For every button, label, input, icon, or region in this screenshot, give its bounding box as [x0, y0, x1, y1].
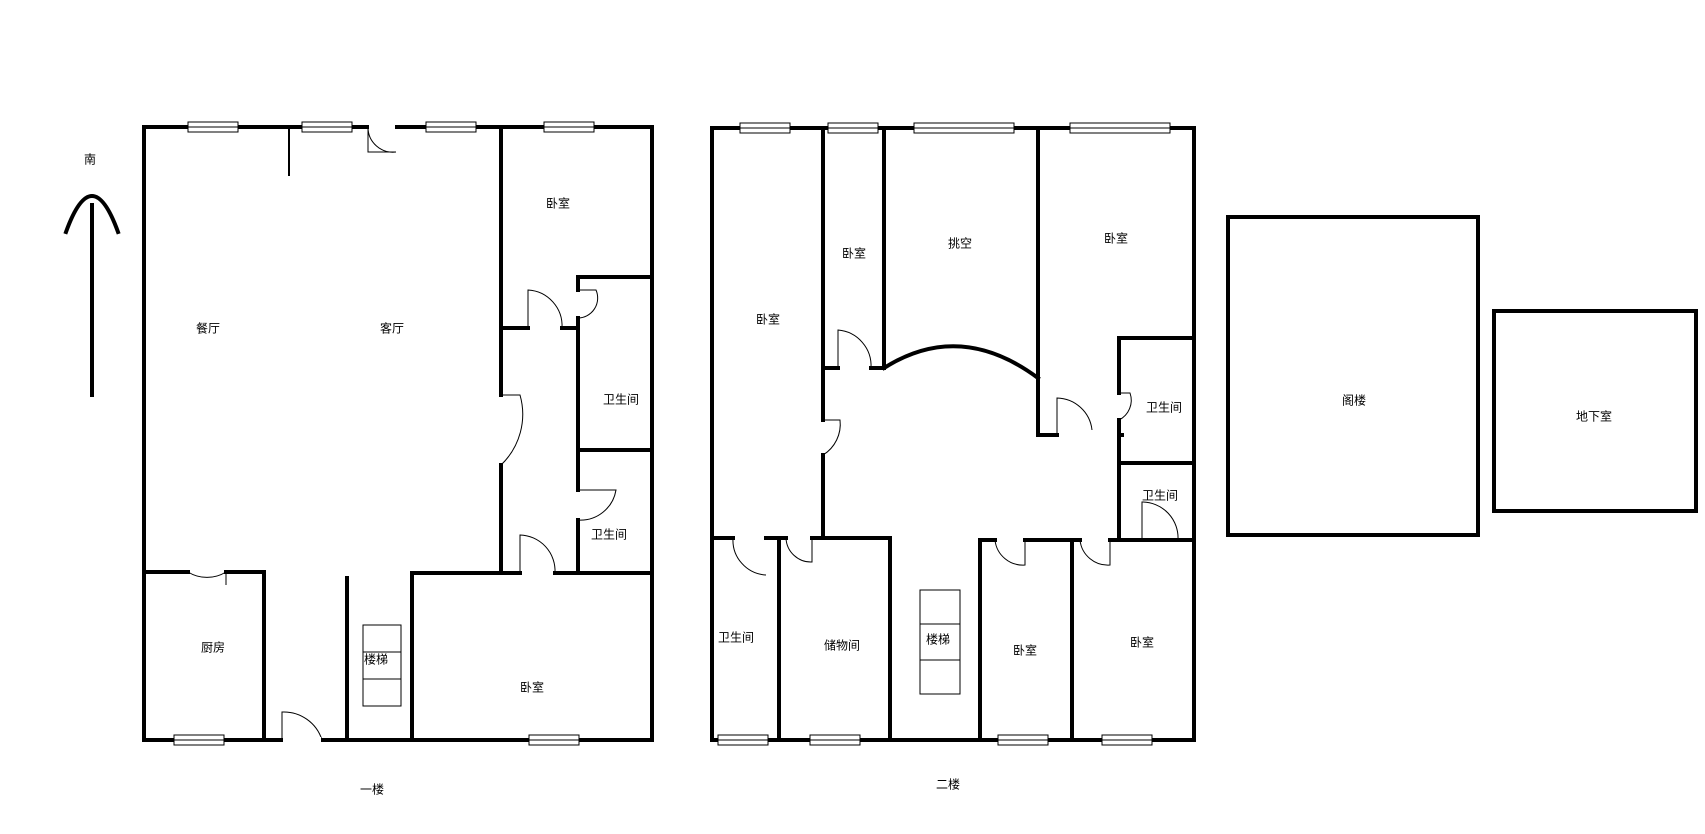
north-arrow-icon	[63, 194, 121, 397]
window	[1069, 122, 1171, 134]
window	[739, 122, 791, 134]
room-label-void: 挑空	[948, 237, 972, 251]
room-label-basement: 地下室	[1576, 409, 1612, 424]
room-label-bedroom: 卧室	[1130, 635, 1154, 650]
window	[717, 734, 769, 746]
room-label-stair: 楼梯	[364, 652, 388, 667]
room-label-attic: 阁楼	[1342, 393, 1366, 408]
room-label-bathroom: 卫生间	[1142, 489, 1178, 503]
window	[173, 734, 225, 746]
compass-label: 南	[84, 152, 96, 167]
window	[827, 122, 879, 134]
window	[301, 121, 353, 133]
window	[425, 121, 477, 133]
room-label-bedroom: 卧室	[842, 246, 866, 261]
room-label-bedroom: 卧室	[520, 680, 544, 695]
room-label-kitchen: 厨房	[201, 640, 225, 655]
room-label-bedroom: 卧室	[1104, 231, 1128, 246]
window	[913, 122, 1015, 134]
door-swing-icon	[187, 571, 227, 585]
door-swing-icon	[837, 329, 872, 369]
door-swing-icon	[1118, 392, 1132, 421]
room-label-living: 客厅	[380, 321, 404, 336]
attic-plan: 阁楼	[1226, 215, 1480, 537]
window	[997, 734, 1049, 746]
floor-label: 一楼	[360, 782, 384, 797]
door-swing-icon	[732, 537, 767, 576]
room-label-stair: 楼梯	[926, 632, 950, 647]
room-label-bathroom: 卫生间	[718, 631, 754, 645]
window	[1101, 734, 1153, 746]
door-swing-icon	[527, 289, 563, 329]
floor-label: 二楼	[936, 777, 960, 792]
floor-1-plan: 餐厅 客厅 卧室 卫生间 卫生间 厨房 楼梯 卧室	[142, 121, 654, 746]
room-label-storage: 储物间	[824, 638, 860, 653]
door-swing-icon	[577, 489, 617, 521]
door-swing-icon	[281, 711, 323, 741]
window	[543, 121, 595, 133]
room-label-bedroom: 卧室	[1013, 643, 1037, 658]
basement-plan: 地下室	[1492, 309, 1698, 513]
room-label-bedroom: 卧室	[756, 312, 780, 327]
room-label-bathroom: 卫生间	[591, 528, 627, 542]
door-swing-icon	[577, 289, 599, 319]
window	[528, 734, 580, 746]
door-swing-icon	[1079, 539, 1111, 566]
room-label-bathroom: 卫生间	[603, 393, 639, 407]
door-swing-icon	[994, 539, 1026, 566]
room-label-dining: 餐厅	[196, 321, 220, 336]
window	[809, 734, 861, 746]
floor-2-plan: 卧室 卧室 挑空 卧室 卫生间 卫生间 卫生间 储物间 楼梯 卧室 卧室	[710, 122, 1196, 746]
door-swing-icon	[1056, 397, 1093, 435]
door-swing-icon	[1141, 501, 1179, 541]
door-swing-icon	[822, 419, 841, 456]
door-swing-icon	[519, 534, 556, 574]
door-swing-icon	[785, 537, 813, 563]
room-label-bedroom: 卧室	[546, 196, 570, 211]
door-swing-icon	[367, 126, 397, 153]
room-label-bathroom: 卫生间	[1146, 401, 1182, 415]
window	[187, 121, 239, 133]
door-swing-icon	[500, 394, 524, 466]
